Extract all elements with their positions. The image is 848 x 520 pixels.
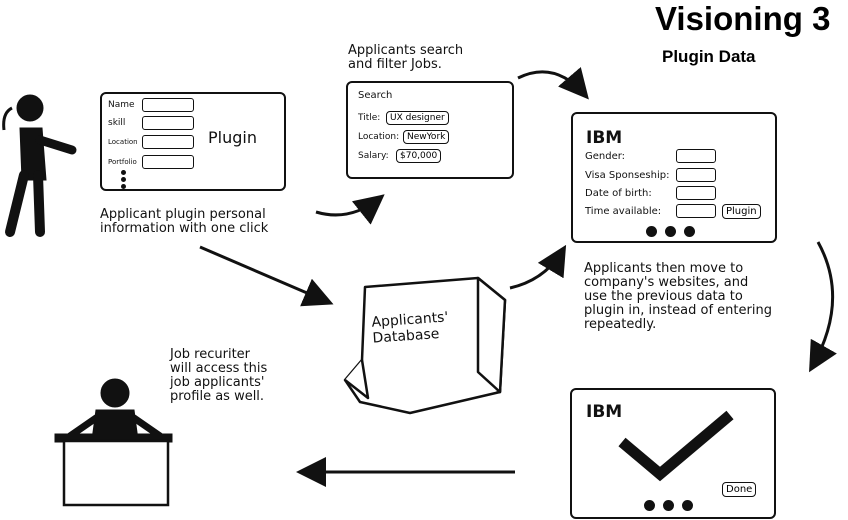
pager-dot xyxy=(644,500,655,511)
ibm-brand: IBM xyxy=(586,128,623,148)
skill-field[interactable] xyxy=(142,116,194,130)
page-subtitle: Plugin Data xyxy=(662,47,756,66)
search-card: Search Title: UX designer Location: NewY… xyxy=(346,81,514,179)
visa-label: Visa Sponseship: xyxy=(585,170,670,181)
visa-field[interactable] xyxy=(676,168,716,182)
move-note: Applicants then move to company's websit… xyxy=(584,261,772,332)
database-label: Applicants' Database xyxy=(370,309,449,347)
arrow-to-database xyxy=(199,245,334,307)
gender-field[interactable] xyxy=(676,149,716,163)
ibm-done-card: IBM Done xyxy=(570,388,776,519)
recruiter-figure xyxy=(54,378,173,443)
search-label-title: Title: xyxy=(358,113,381,123)
search-label-salary: Salary: xyxy=(358,151,389,161)
arrow-to-ibm xyxy=(517,67,589,100)
pager-dot xyxy=(646,226,657,237)
applicant-plugin-note: Applicant plugin personal information wi… xyxy=(100,207,269,236)
done-button[interactable]: Done xyxy=(722,482,757,497)
plugin-button[interactable]: Plugin xyxy=(722,204,761,219)
more-dot xyxy=(121,170,126,175)
time-label: Time available: xyxy=(585,206,662,217)
title-filter-value[interactable]: UX designer xyxy=(386,111,449,125)
location-filter-value[interactable]: NewYork xyxy=(403,130,450,144)
ibm-done-brand: IBM xyxy=(586,402,623,422)
search-label-location: Location: xyxy=(358,132,400,142)
time-field[interactable] xyxy=(676,204,716,218)
name-field[interactable] xyxy=(142,98,194,112)
recruiter-note: Job recuriter will access this job appli… xyxy=(170,347,268,404)
field-label-portfolio: Portfolio xyxy=(108,158,137,166)
pager-dot xyxy=(684,226,695,237)
more-dot xyxy=(121,177,126,182)
birth-label: Date of birth: xyxy=(585,188,652,199)
more-dot xyxy=(121,184,126,189)
search-note: Applicants search and filter Jobs. xyxy=(348,43,464,72)
ibm-form-card: IBM Gender: Visa Sponseship: Date of bir… xyxy=(571,112,777,243)
applicant-figure xyxy=(2,94,77,237)
check-mark xyxy=(618,410,734,482)
gender-label: Gender: xyxy=(585,151,626,162)
arrow-to-search xyxy=(315,194,385,225)
arrow-to-done xyxy=(809,241,837,373)
desk xyxy=(62,439,170,507)
search-title: Search xyxy=(358,90,393,101)
database-shape xyxy=(343,276,507,415)
field-label-skill: skill xyxy=(108,118,126,128)
portfolio-field[interactable] xyxy=(142,155,194,169)
salary-filter-value[interactable]: $70,000 xyxy=(396,149,442,163)
page-title: Visioning 3 xyxy=(655,0,831,37)
birth-field[interactable] xyxy=(676,186,716,200)
pager-dot xyxy=(663,500,674,511)
location-field[interactable] xyxy=(142,135,194,149)
arrow-db-to-ibm xyxy=(509,244,567,290)
pager-dot xyxy=(665,226,676,237)
plugin-card: Name skill Location Portfolio Plugin xyxy=(100,92,286,191)
pager-dot xyxy=(682,500,693,511)
plugin-label: Plugin xyxy=(208,128,257,147)
field-label-location: Location xyxy=(108,138,138,146)
field-label-name: Name xyxy=(108,100,135,110)
